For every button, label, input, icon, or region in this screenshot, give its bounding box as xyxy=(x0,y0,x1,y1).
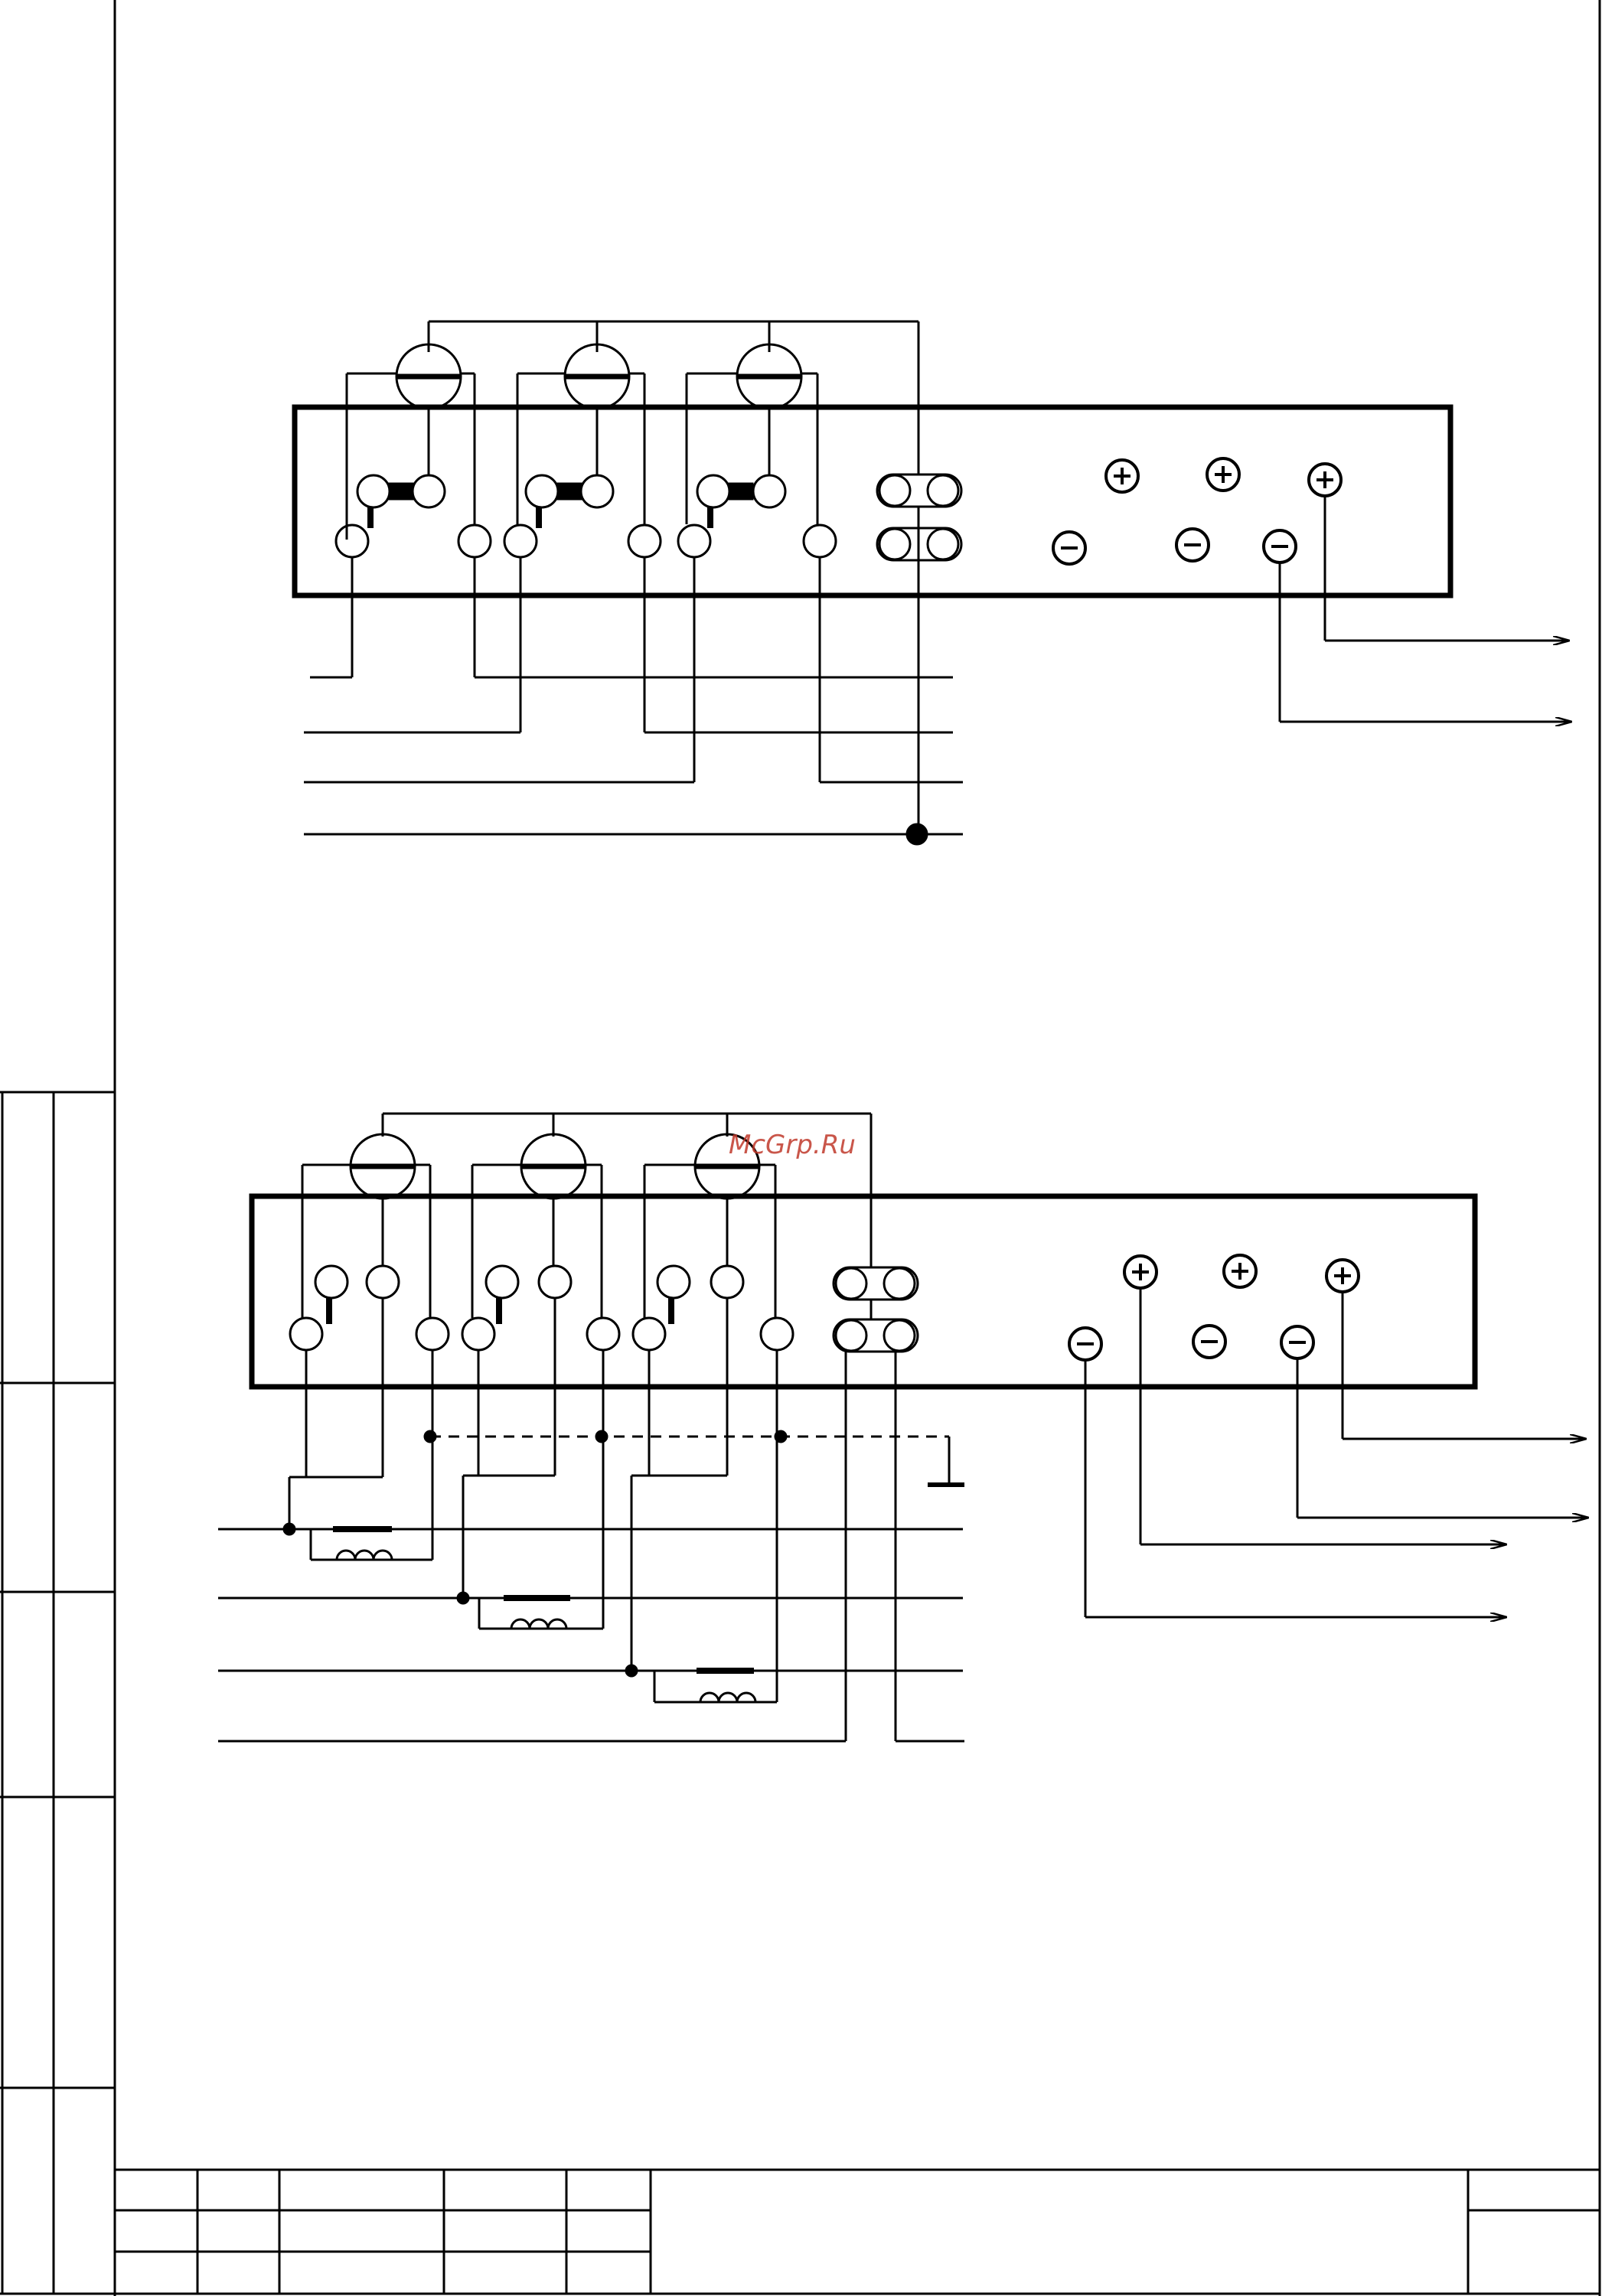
measuring-element-2 xyxy=(503,343,662,559)
wiring-diagram-1 xyxy=(292,320,1571,846)
ct-secondary-2 xyxy=(510,1618,568,1629)
meter-terminal-block xyxy=(292,404,1454,598)
title-block xyxy=(115,2168,1600,2294)
minus-terminal xyxy=(1192,1324,1227,1359)
supply-lines-1 xyxy=(304,557,963,846)
plus-terminal xyxy=(1206,457,1241,492)
ct-secondary-3 xyxy=(699,1691,757,1703)
measuring-element-6 xyxy=(631,1133,794,1352)
side-stamp-column xyxy=(0,1091,115,2295)
measuring-element-4 xyxy=(289,1133,450,1352)
minus-terminal xyxy=(1175,527,1210,563)
watermark-text: McGrp.Ru xyxy=(729,1130,856,1160)
measuring-element-3 xyxy=(677,343,837,559)
plus-terminal xyxy=(1222,1254,1258,1289)
meter-terminal-block xyxy=(249,1193,1478,1390)
measuring-element-5 xyxy=(461,1133,621,1352)
neutral-terminal-2 xyxy=(832,1266,919,1353)
pulse-output-terminals-2 xyxy=(1068,1254,1360,1362)
wiring-diagram-2 xyxy=(218,1112,1588,1743)
sheet-frame xyxy=(113,0,1601,2296)
ct-secondary-1 xyxy=(335,1549,393,1561)
measuring-element-1 xyxy=(334,343,492,559)
pulse-output-terminals-1 xyxy=(1052,457,1343,566)
plus-terminal xyxy=(1104,458,1140,494)
minus-terminal xyxy=(1052,530,1087,566)
neutral-terminal-1 xyxy=(876,473,963,834)
